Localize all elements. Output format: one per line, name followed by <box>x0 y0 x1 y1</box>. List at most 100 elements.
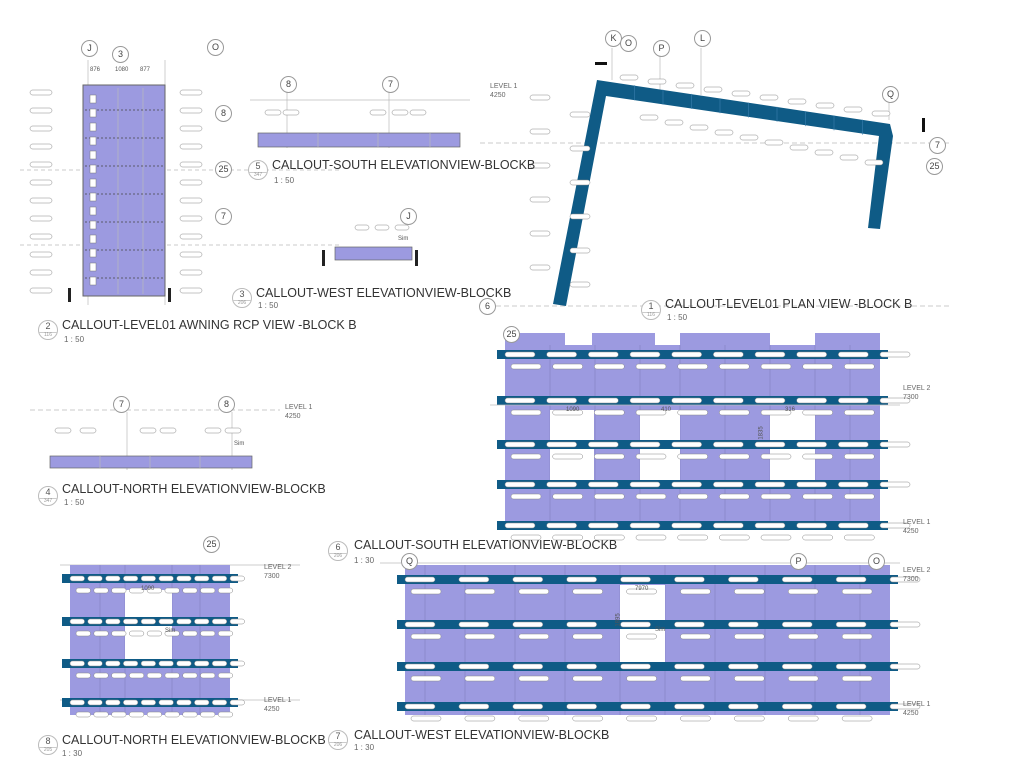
north-elev-opening <box>125 590 172 665</box>
section-mark <box>68 288 71 302</box>
south-bar-panel <box>257 132 461 148</box>
panel-tag <box>781 703 813 710</box>
panel-tag <box>391 109 409 116</box>
panel-tag <box>176 660 192 667</box>
panel-tag <box>200 711 216 718</box>
panel-tag <box>629 441 661 448</box>
view-scale-west-7: 1 : 30 <box>354 743 375 752</box>
panel-tag <box>518 633 550 640</box>
panel-tag <box>620 576 651 583</box>
view-title-south-6: CALLOUT-SOUTH ELEVATIONVIEW-BLOCKB <box>354 538 618 552</box>
panel-tag <box>164 672 180 679</box>
panel-tag <box>179 197 203 204</box>
grid-bubble: 25 <box>215 161 232 178</box>
panel-tag <box>719 534 750 541</box>
panel-tag <box>504 481 536 488</box>
panel-tag <box>146 587 162 594</box>
panel-tag <box>546 397 577 404</box>
panel-tag <box>671 522 702 529</box>
panel-tag <box>111 587 127 594</box>
panel-tag <box>713 522 744 529</box>
fixing-tag <box>89 220 97 230</box>
panel-tag <box>69 660 85 667</box>
panel-tag <box>464 675 496 682</box>
panel-tag <box>572 588 603 595</box>
panel-tag <box>677 534 708 541</box>
panel-tag <box>844 493 875 500</box>
panel-tag <box>464 588 496 595</box>
panel-tag <box>200 672 216 679</box>
panel-tag <box>29 269 53 276</box>
panel-tag <box>29 287 53 294</box>
grid-bubble: P <box>790 553 807 570</box>
fixing-tag <box>89 248 97 258</box>
panel-tag <box>264 109 282 116</box>
panel-tag <box>759 94 779 101</box>
panel-tag <box>843 106 863 113</box>
panel-tag <box>194 575 210 582</box>
panel-tag <box>839 154 859 161</box>
panel-tag <box>629 351 661 358</box>
panel-tag <box>179 125 203 132</box>
panel-tag <box>129 672 145 679</box>
panel-tag <box>572 675 603 682</box>
fixing-tag <box>89 94 97 104</box>
fixing-tag <box>89 234 97 244</box>
fixing-tag <box>89 136 97 146</box>
panel-tag <box>123 575 139 582</box>
panel-tag <box>620 703 651 710</box>
panel-tag <box>796 441 827 448</box>
panel-tag <box>410 633 442 640</box>
panel-tag <box>728 663 759 670</box>
panel-tag <box>680 675 711 682</box>
panel-tag <box>713 481 744 488</box>
panel-tag <box>504 351 536 358</box>
panel-tag <box>796 351 827 358</box>
panel-tag <box>719 453 750 460</box>
panel-tag <box>671 441 702 448</box>
panel-tag <box>844 453 875 460</box>
panel-tag <box>789 144 809 151</box>
panel-tag <box>588 351 619 358</box>
panel-tag <box>79 427 97 434</box>
panel-tag <box>229 618 245 625</box>
panel-tag <box>146 630 162 637</box>
panel-tag <box>569 145 591 152</box>
panel-tag <box>164 711 180 718</box>
panel-tag <box>879 351 911 358</box>
grid-bubble: 25 <box>503 326 520 343</box>
panel-tag <box>739 134 759 141</box>
panel-tag <box>217 711 234 718</box>
panel-tag <box>93 711 109 718</box>
plan-wall-panels <box>553 80 893 306</box>
panel-tag <box>620 621 651 628</box>
grid-bubble: 25 <box>203 536 220 553</box>
panel-tag <box>713 351 744 358</box>
panel-tag <box>844 534 875 541</box>
panel-tag <box>566 703 597 710</box>
view-title-rcp: CALLOUT-LEVEL01 AWNING RCP VIEW -BLOCK B <box>62 318 357 332</box>
panel-tag <box>158 618 174 625</box>
view-title-north-4: CALLOUT-NORTH ELEVATIONVIEW-BLOCKB <box>62 482 326 496</box>
north-bar-panel <box>49 455 253 469</box>
panel-tag <box>787 98 807 105</box>
panel-tag <box>889 576 921 583</box>
panel-tag <box>29 233 53 240</box>
panel-tag <box>129 630 145 637</box>
panel-tag <box>374 224 390 231</box>
parapet-panel <box>680 333 770 345</box>
grid-bubble: 6 <box>479 298 496 315</box>
panel-tag <box>629 481 661 488</box>
panel-tag <box>787 588 819 595</box>
panel-tag <box>179 269 203 276</box>
panel-tag <box>760 453 792 460</box>
panel-tag <box>635 493 667 500</box>
panel-tag <box>410 675 442 682</box>
panel-tag <box>647 78 667 85</box>
panel-tag <box>29 251 53 258</box>
grid-bubble: O <box>207 39 224 56</box>
fixing-tag <box>89 150 97 160</box>
dim-7970: 7970 <box>635 586 649 592</box>
